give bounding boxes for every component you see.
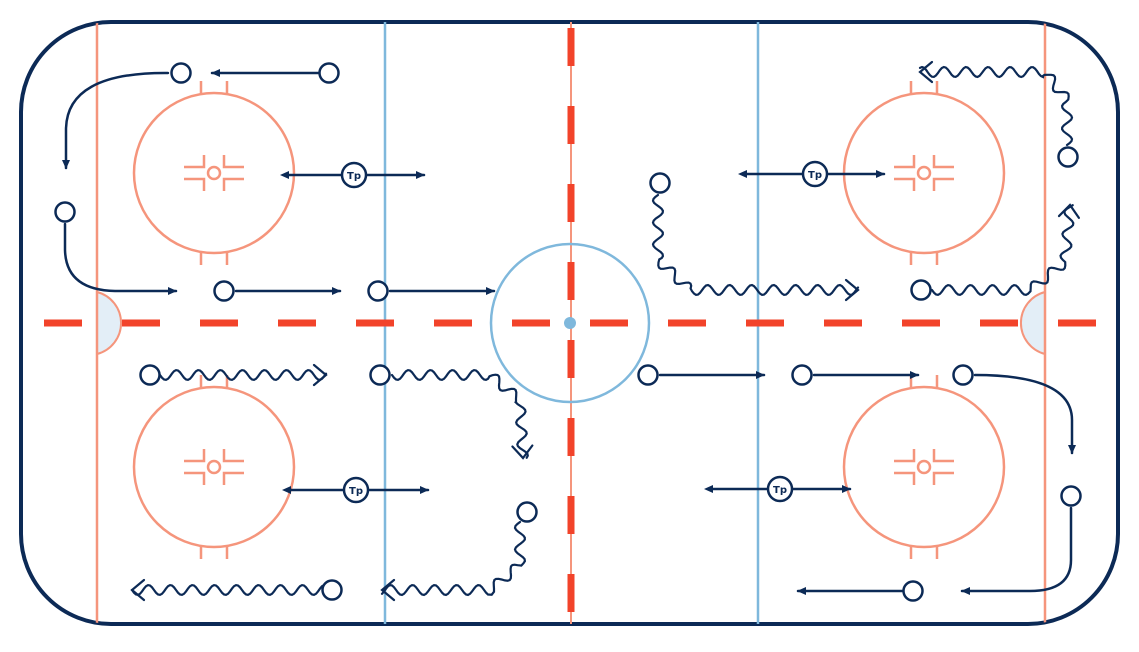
player-circle: [213, 280, 235, 302]
player-circle: [369, 364, 391, 386]
skate-arrow: [973, 373, 1076, 455]
coach-marker-label: Tp: [347, 171, 361, 182]
coach-marker-label: Tp: [349, 486, 363, 497]
players: [54, 62, 1082, 602]
coach-marker: Tp: [766, 475, 794, 503]
puck-carry-wave: [158, 368, 328, 382]
skate-arrow: [63, 222, 178, 295]
coach-marker: Tp: [801, 160, 829, 188]
coach-marker-label: Tp: [808, 170, 822, 181]
faceoff-circle: [842, 375, 1006, 559]
puck-carry-arrowhead: [918, 60, 934, 84]
player-circle: [952, 364, 974, 386]
player-circle: [1057, 146, 1079, 168]
coach-marker: Tp: [342, 476, 370, 504]
skate-arrow: [62, 71, 170, 170]
player-circle: [139, 364, 161, 386]
skate-arrow: [960, 506, 1073, 595]
player-circle: [170, 62, 192, 84]
player-circle: [637, 364, 659, 386]
puck-carry-arrowhead: [511, 444, 534, 460]
puck-carry-arrowhead: [844, 278, 860, 302]
puck-carry-wave: [130, 583, 332, 597]
coach-marker: Tp: [340, 161, 368, 189]
faceoff-circle: [132, 375, 296, 559]
player-circle: [1060, 485, 1082, 507]
player-circle: [910, 279, 932, 301]
player-circle: [367, 280, 389, 302]
player-circle: [54, 201, 76, 223]
puck-carry-wave: [930, 204, 1075, 297]
puck-carry-arrowhead: [380, 578, 396, 602]
player-circle: [902, 580, 924, 602]
puck-carry-wave: [651, 193, 860, 297]
player-circle: [649, 172, 671, 194]
puck-carry-wave: [390, 368, 529, 459]
puck-carry-arrowhead: [312, 363, 328, 387]
player-circle: [791, 364, 813, 386]
player-circle: [321, 579, 343, 601]
puck-carry-arrowhead: [1057, 203, 1081, 219]
player-circle: [318, 62, 340, 84]
player-circle: [516, 501, 538, 523]
puck-carry-arrowhead: [130, 578, 146, 602]
center-dot: [564, 317, 576, 329]
coach-marker-label: Tp: [773, 485, 787, 496]
puck-carry-paths: [130, 60, 1081, 602]
goal-crease-left: [96, 290, 123, 356]
puck-carry-wave: [380, 520, 527, 597]
puck-carry-wave: [918, 65, 1074, 147]
goal-crease-right: [1019, 290, 1046, 356]
center-circle: [489, 242, 651, 404]
